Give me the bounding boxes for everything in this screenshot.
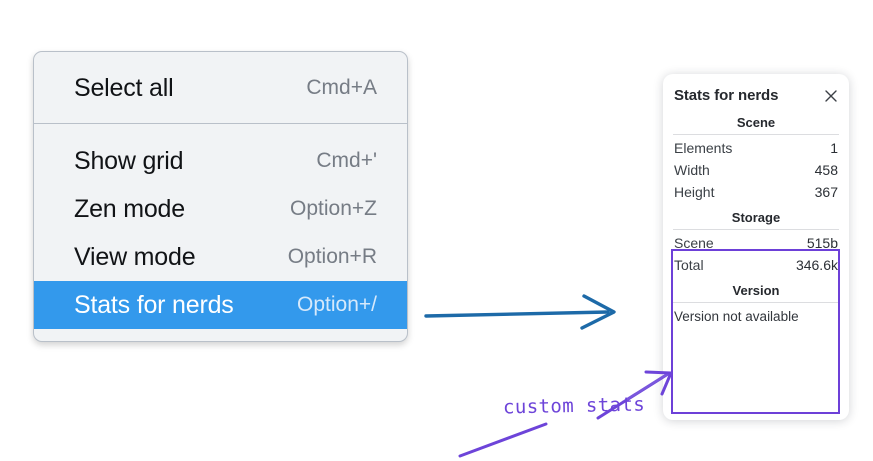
menu-item-label: Select all bbox=[74, 73, 174, 102]
close-icon[interactable] bbox=[823, 88, 839, 104]
menu-item-shortcut: Cmd+' bbox=[316, 149, 377, 172]
section-heading-version: Version bbox=[732, 283, 780, 298]
stat-row: Elements 1 bbox=[672, 137, 840, 159]
section-divider bbox=[673, 302, 839, 303]
menu-item-label: Show grid bbox=[74, 146, 184, 175]
stats-for-nerds-panel: Stats for nerds Scene Elements 1 Width 4… bbox=[663, 74, 849, 420]
stat-key: Total bbox=[674, 257, 704, 273]
stat-value: 458 bbox=[814, 162, 838, 178]
menu-item-shortcut: Option+/ bbox=[297, 293, 377, 316]
stat-value: 1 bbox=[830, 140, 838, 156]
stat-value: 367 bbox=[814, 184, 838, 200]
custom-stats-annotation-label: custom stats bbox=[502, 393, 646, 419]
menu-item-shortcut: Cmd+A bbox=[306, 76, 377, 99]
stat-key: Elements bbox=[674, 140, 733, 156]
version-note: Version not available bbox=[674, 309, 799, 324]
purple-annotation-arrow bbox=[458, 370, 673, 458]
menu-item-stats-for-nerds[interactable]: Stats for nerds Option+/ bbox=[34, 281, 407, 329]
menu-section-2: Show grid Cmd+' Zen mode Option+Z View m… bbox=[34, 123, 407, 341]
stat-value: 346.6k bbox=[795, 257, 838, 273]
stats-panel-header: Stats for nerds bbox=[672, 74, 840, 108]
stat-key: Scene bbox=[674, 235, 714, 251]
section-divider bbox=[673, 229, 839, 230]
section-heading-storage: Storage bbox=[731, 210, 781, 225]
menu-item-select-all[interactable]: Select all Cmd+A bbox=[34, 64, 407, 112]
stat-row: Height 367 bbox=[672, 181, 840, 203]
stat-row: Total 346.6k bbox=[672, 254, 840, 276]
stat-row: Width 458 bbox=[672, 159, 840, 181]
menu-item-label: Zen mode bbox=[74, 194, 185, 223]
stats-panel-title: Stats for nerds bbox=[674, 87, 779, 104]
right-arrow-icon bbox=[424, 294, 616, 330]
menu-item-zen-mode[interactable]: Zen mode Option+Z bbox=[34, 185, 407, 233]
menu-item-shortcut: Option+Z bbox=[290, 197, 377, 220]
stat-key: Width bbox=[674, 162, 710, 178]
menu-item-view-mode[interactable]: View mode Option+R bbox=[34, 233, 407, 281]
menu-item-label: Stats for nerds bbox=[74, 290, 234, 319]
stat-value: 515b bbox=[806, 235, 838, 251]
menu-item-shortcut: Option+R bbox=[287, 245, 377, 268]
menu-section-1: Select all Cmd+A bbox=[34, 52, 407, 123]
menu-item-show-grid[interactable]: Show grid Cmd+' bbox=[34, 137, 407, 185]
context-menu: Select all Cmd+A Show grid Cmd+' Zen mod… bbox=[33, 51, 408, 342]
section-divider bbox=[673, 134, 839, 135]
stat-row: Scene 515b bbox=[672, 232, 840, 254]
menu-item-label: View mode bbox=[74, 242, 196, 271]
stat-key: Height bbox=[674, 184, 715, 200]
section-heading-scene: Scene bbox=[736, 115, 776, 130]
